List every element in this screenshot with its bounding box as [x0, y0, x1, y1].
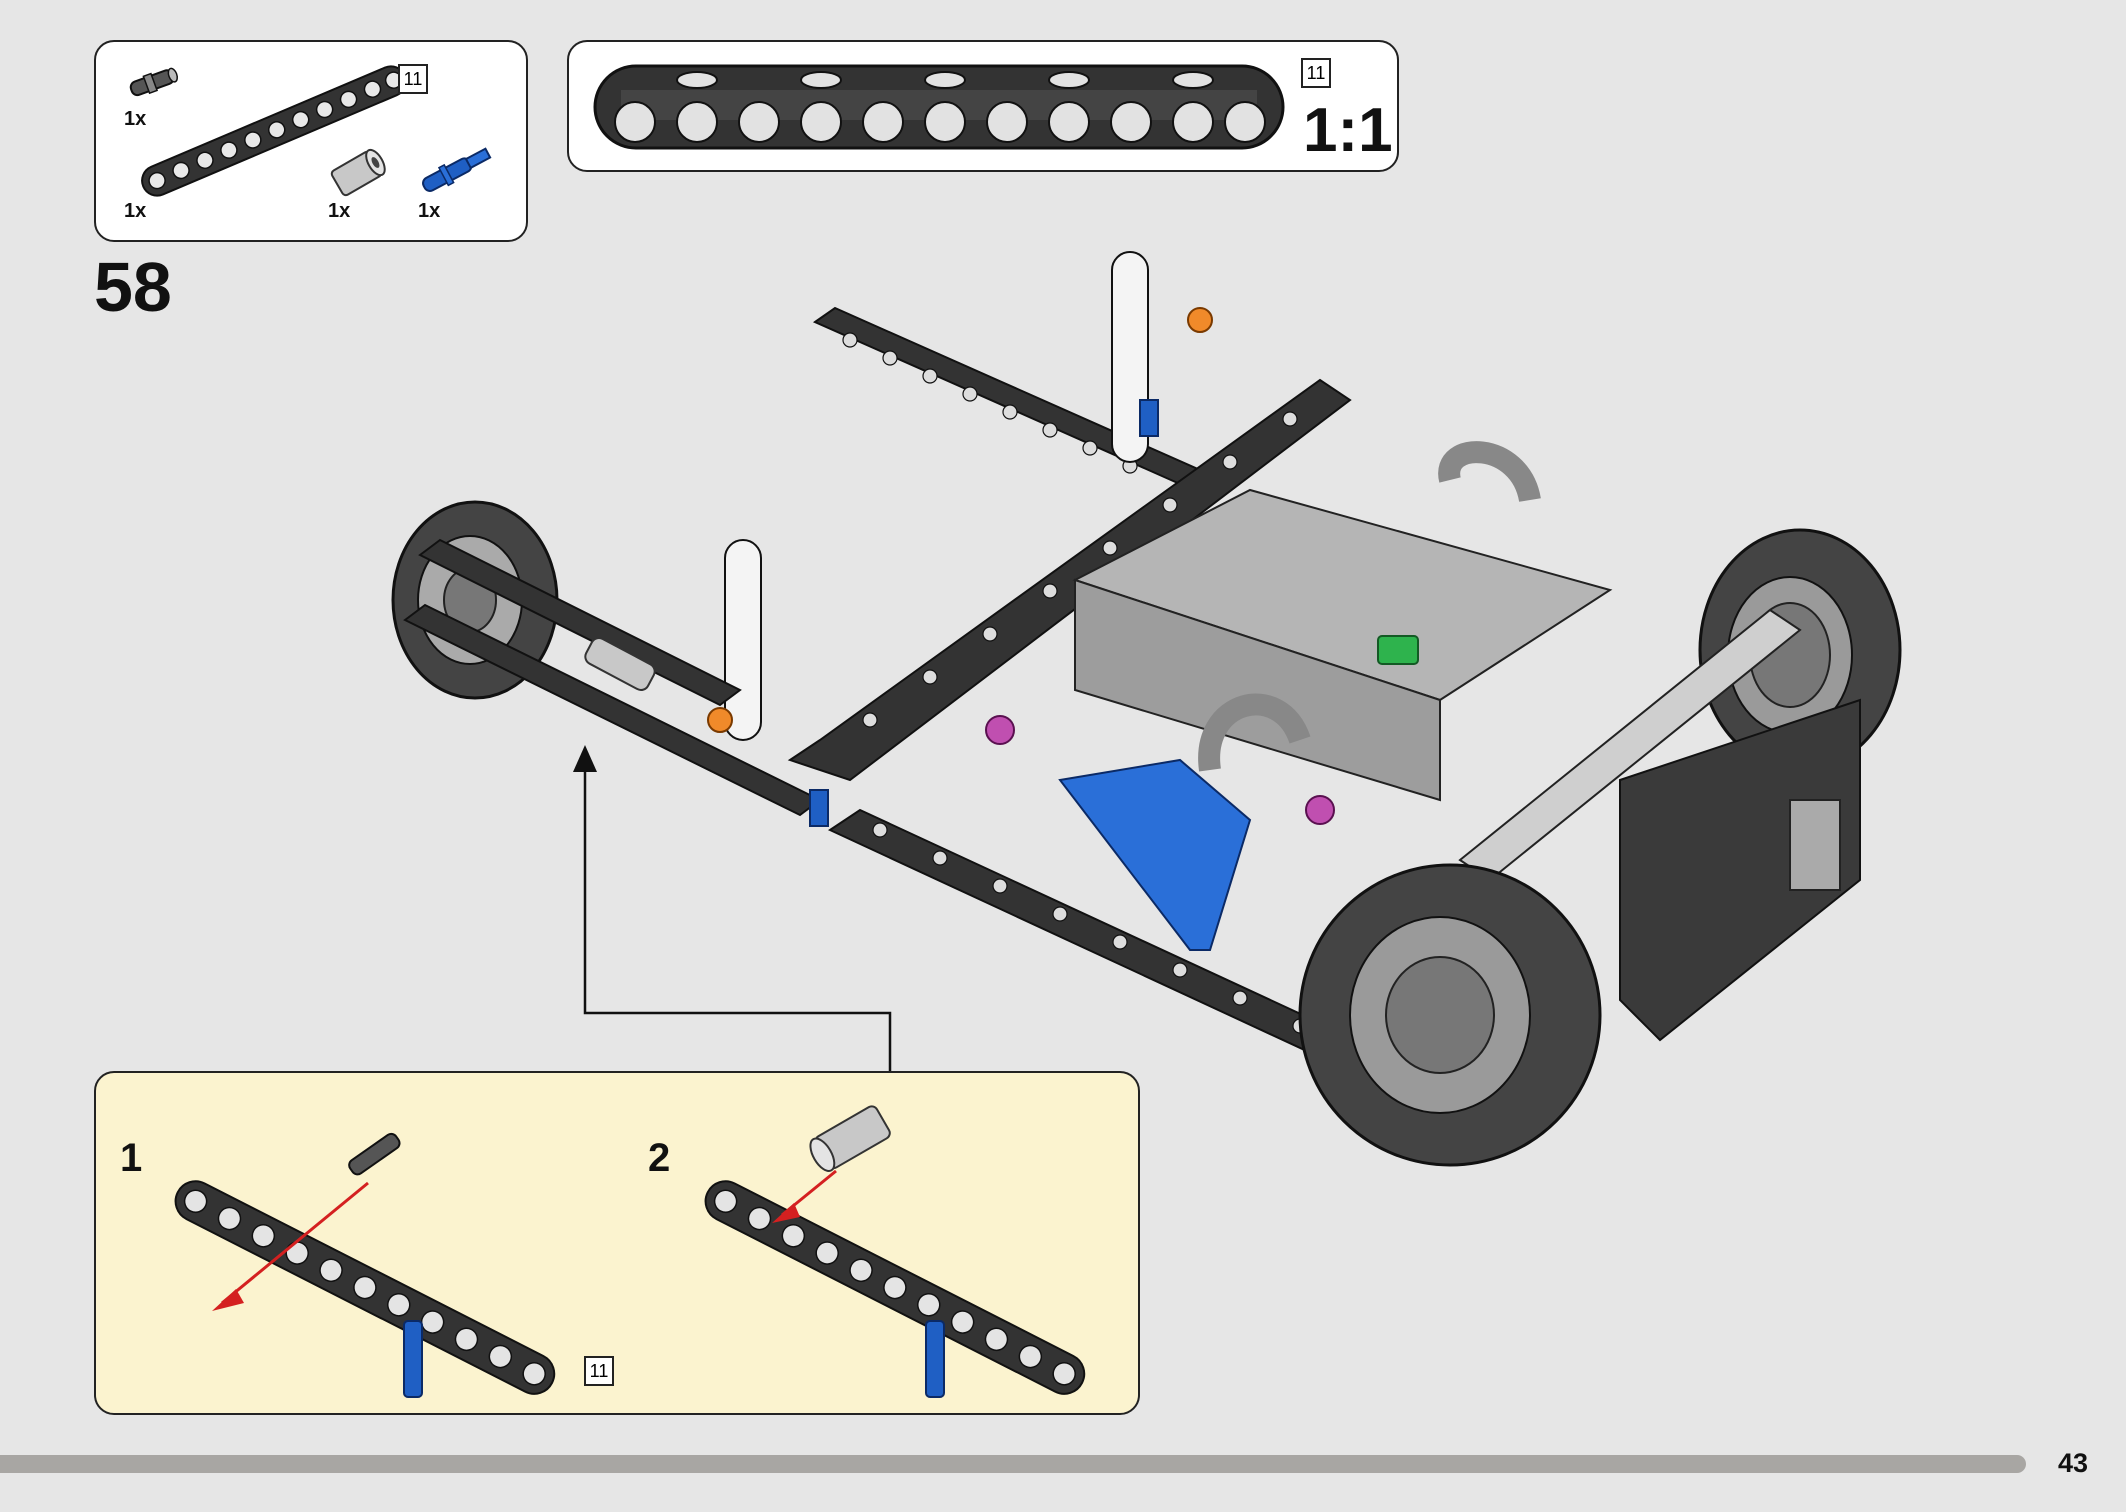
axle-pin-part — [422, 147, 492, 192]
substep-1-illustration — [174, 1132, 556, 1398]
callout-connector-arrow — [573, 745, 892, 1072]
pin-connector-part — [129, 67, 179, 97]
qty-bush: 1x — [328, 200, 351, 222]
page-number: 43 — [2058, 1448, 2089, 1478]
qty-beam-11: 1x — [124, 200, 147, 222]
beam-11-part — [141, 65, 407, 197]
parts-list-panel: 1x 1x 11 1x 1x — [94, 40, 528, 242]
scale-callout-panel: 11 1:1 — [567, 40, 1399, 172]
substep-callout: 1 11 2 — [94, 1071, 1140, 1415]
bush-part — [330, 148, 386, 197]
wheel-icon — [1298, 863, 1602, 1167]
beam-11-actual-size — [593, 64, 1285, 150]
qty-pin-connector: 1x — [124, 108, 147, 130]
model-assembly-illustration — [391, 251, 1902, 1167]
qty-axle-pin: 1x — [418, 200, 441, 222]
scale-label: 1:1 — [1303, 96, 1393, 165]
step-number: 58 — [94, 248, 172, 326]
beam-length-label: 11 — [398, 64, 428, 94]
beam-length-label: 11 — [1301, 58, 1331, 88]
substep-number-2: 2 — [648, 1136, 671, 1180]
footer-progress-bar — [0, 1455, 2026, 1473]
substep-number-1: 1 — [120, 1136, 143, 1180]
beam-length-label: 11 — [584, 1356, 614, 1386]
substep-2-illustration — [704, 1105, 1086, 1398]
